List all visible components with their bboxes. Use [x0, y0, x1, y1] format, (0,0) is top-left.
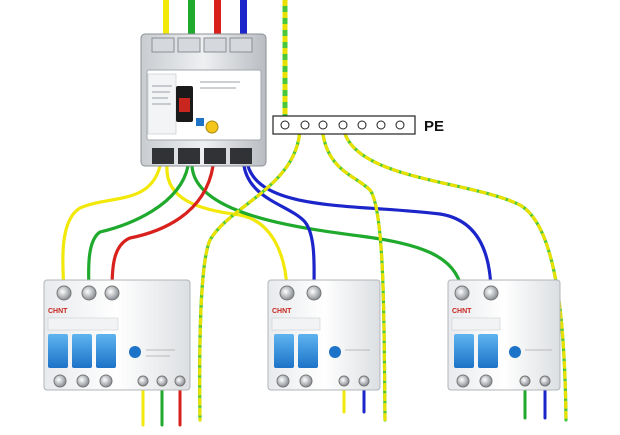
pe-bar-terminals — [280, 120, 405, 130]
pe-wire-right — [341, 124, 568, 422]
wires — [61, 0, 568, 427]
main-breaker-top-terminals — [151, 37, 253, 53]
rcd-two-pole-right: CHNT — [447, 279, 561, 391]
rcd-middle-brand: CHNT — [272, 308, 292, 315]
red-wire-to-left-rcd — [110, 164, 215, 292]
incoming-red-wire — [214, 0, 221, 45]
rcd-middle-lever-1[interactable] — [274, 334, 294, 368]
pe-terminal-bar: PE — [272, 115, 444, 135]
red-phase-wire — [110, 164, 215, 292]
rcd-right-lever-1[interactable] — [454, 334, 474, 368]
main-breaker-test-button[interactable] — [205, 120, 219, 134]
blue-wire-to-right-rcd — [246, 164, 493, 292]
rcd-right-test-button[interactable] — [509, 346, 521, 358]
main-breaker — [140, 33, 267, 167]
pe-wire-middle — [320, 124, 387, 422]
yellow-wire-to-left-rcd — [61, 164, 162, 292]
rcd-left-lever-2[interactable] — [72, 334, 92, 368]
rcd-middle-lever-2[interactable] — [298, 334, 318, 368]
rcd-three-pole: CHNT — [43, 279, 191, 391]
incoming-yellow-wire — [163, 0, 169, 45]
rcd-left-test-button[interactable] — [129, 346, 141, 358]
rcd-left-brand: CHNT — [48, 308, 68, 315]
blue-wire-to-middle-rcd — [242, 164, 316, 292]
incoming-wires — [163, 0, 247, 45]
green-wire-to-left-rcd — [87, 164, 190, 292]
blue-neutral-wires — [242, 164, 493, 292]
rcd-two-pole-middle: CHNT — [267, 279, 381, 391]
incoming-blue-wire — [240, 0, 247, 45]
rcd-middle-test-button[interactable] — [329, 346, 341, 358]
green-phase-wires — [87, 164, 464, 292]
rcd-left-lever-3[interactable] — [96, 334, 116, 368]
rcd-left-lever-1[interactable] — [48, 334, 68, 368]
rcd-right-brand: CHNT — [452, 308, 472, 315]
incoming-green-wire — [188, 0, 195, 45]
pe-wire-left — [198, 124, 302, 422]
main-breaker-bottom-terminals — [152, 148, 252, 164]
outgoing-wires — [141, 383, 547, 427]
rcd-right-lever-2[interactable] — [478, 334, 498, 368]
pe-branch-wires — [198, 124, 568, 422]
green-wire-to-right-rcd — [190, 164, 464, 292]
pe-label: PE — [424, 118, 444, 135]
